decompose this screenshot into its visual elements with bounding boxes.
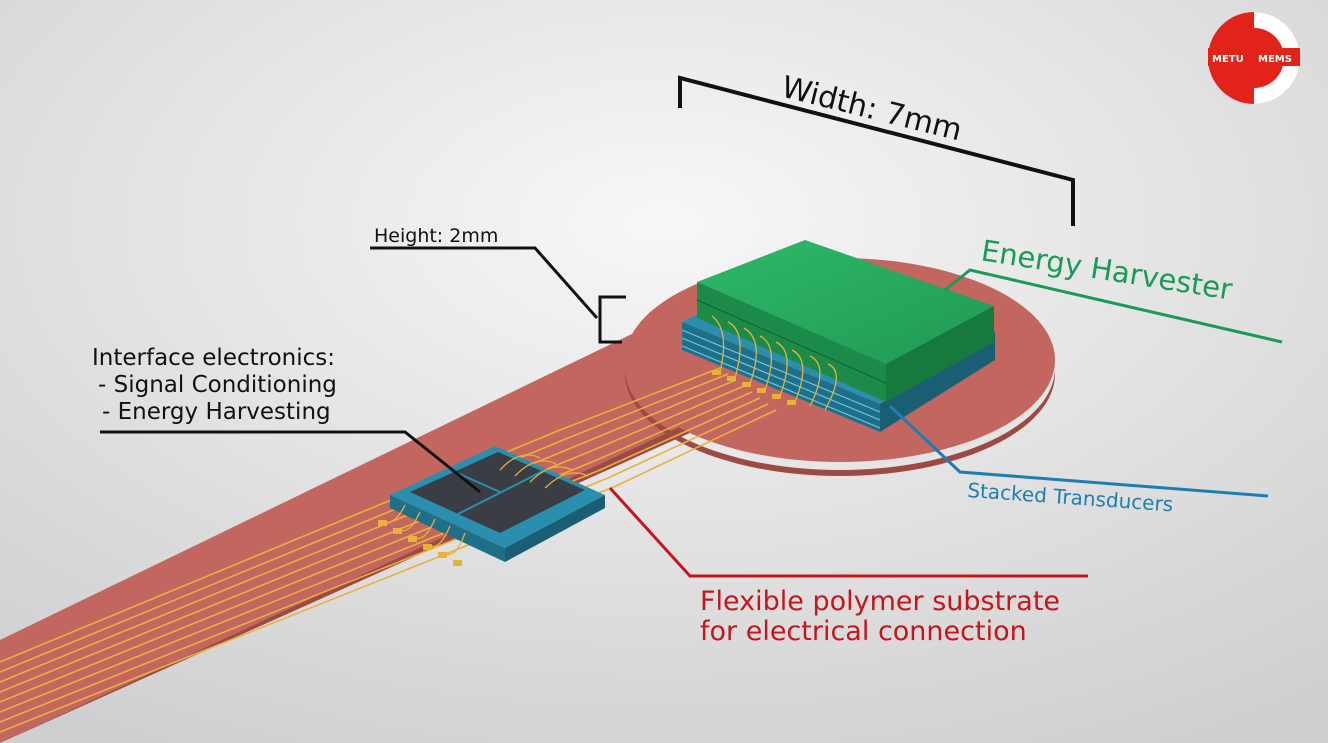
electrical-traces (0, 367, 777, 733)
substrate-label-line-1: Flexible polymer substrate (700, 586, 1060, 617)
substrate-leader (608, 486, 1088, 578)
chip-pads (378, 520, 462, 566)
interface-item-energy: - Energy Harvesting (102, 399, 331, 425)
logo-text-right: MEMS (1258, 54, 1292, 65)
substrate-label-line-2: for electrical connection (700, 616, 1027, 647)
interface-leader (100, 430, 481, 494)
harvester-pads (712, 370, 796, 405)
logo-text-left: METU (1212, 54, 1244, 65)
harvester-leader (944, 268, 1283, 344)
metu-mems-logo: METU MEMS (1208, 12, 1300, 104)
harvester-bond-wires (711, 315, 837, 411)
transducer-leader (888, 404, 1269, 498)
substrate-ribbon-edge (0, 380, 790, 743)
width-bracket (678, 75, 1075, 226)
interface-item-signal: - Signal Conditioning (98, 372, 337, 398)
energy-harvester-block (696, 240, 994, 402)
interface-title: Interface electronics: (92, 345, 335, 371)
substrate-ribbon (0, 330, 780, 743)
height-leader (370, 246, 599, 319)
height-bracket (598, 295, 626, 344)
height-label: Height: 2mm (374, 225, 498, 247)
